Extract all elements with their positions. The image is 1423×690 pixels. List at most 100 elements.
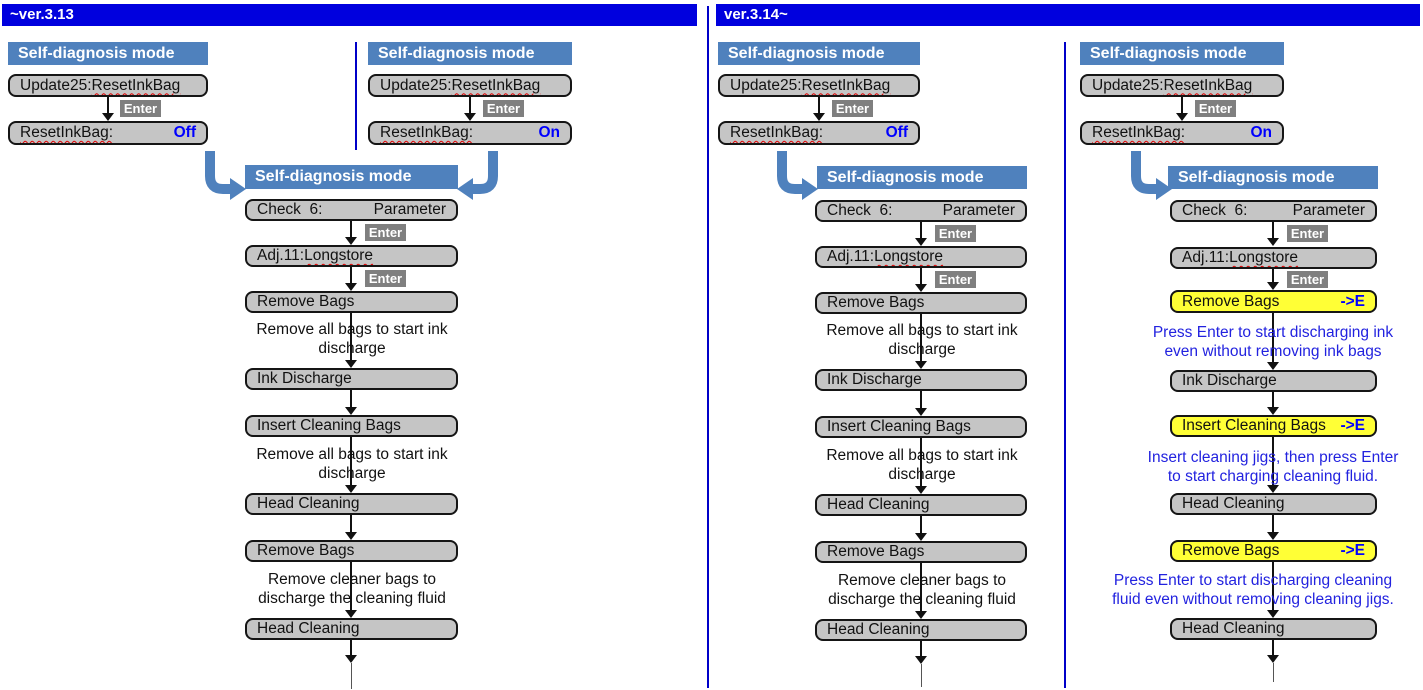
down-arrow <box>1267 269 1279 290</box>
step-box-head-cleaning: Head Cleaning <box>1170 493 1377 515</box>
down-arrow <box>1267 313 1279 370</box>
step-label: Ink Discharge <box>1182 372 1277 389</box>
check-value: Parameter <box>942 202 1015 219</box>
elbow-arrow-right-icon <box>1118 150 1176 207</box>
check-label: Check 6: <box>257 201 323 218</box>
setting-label: ResetInkBag: <box>20 124 114 141</box>
note-text: Remove all bags to start ink discharge <box>826 447 1018 483</box>
step-box-insert-cleaning-bags: Insert Cleaning Bags <box>815 416 1027 438</box>
down-arrow <box>345 640 357 663</box>
flow-continues-line <box>921 664 922 687</box>
menu-box: Update25: ResetInkBag <box>368 74 572 97</box>
flow-continues-line <box>1273 663 1274 682</box>
setting-label: ResetInkBag: <box>1092 124 1186 141</box>
down-arrow <box>345 390 357 415</box>
down-arrow <box>915 391 927 416</box>
step-box-remove-bags: Remove Bags <box>245 540 458 562</box>
self-diagnosis-header: Self-diagnosis mode <box>1080 42 1284 65</box>
step-box-ink-discharge: Ink Discharge <box>815 369 1027 391</box>
down-arrow <box>1267 640 1279 663</box>
adj-label: Adj.11: <box>827 248 875 265</box>
version-banner-313: ~ver.3.13 <box>2 4 697 26</box>
step-label: Head Cleaning <box>827 496 930 513</box>
enter-shortcut-marker: ->E <box>1340 417 1365 434</box>
setting-value-off: Off <box>173 124 196 141</box>
down-arrow <box>464 97 476 121</box>
enter-shortcut-marker: ->E <box>1340 542 1365 559</box>
setting-box: ResetInkBag: On <box>1080 121 1284 145</box>
step-label: Remove Bags <box>1182 292 1280 310</box>
setting-value-off: Off <box>885 124 908 141</box>
enter-key-badge: Enter <box>120 100 161 117</box>
adj-word: Longstore <box>304 247 374 264</box>
check-parameter-box: Check 6: Parameter <box>815 200 1027 222</box>
down-arrow <box>345 437 357 493</box>
step-label: Remove Bags <box>257 293 355 310</box>
down-arrow <box>1267 222 1279 246</box>
step-box-insert-cleaning-bags: Insert Cleaning Bags <box>245 415 458 437</box>
self-diagnosis-header: Self-diagnosis mode <box>8 42 208 65</box>
self-diagnosis-header: Self-diagnosis mode <box>245 165 458 189</box>
check-value: Parameter <box>1292 202 1365 219</box>
step-box-head-cleaning: Head Cleaning <box>815 494 1027 516</box>
step-label: Head Cleaning <box>1182 495 1285 512</box>
note-text: Remove cleaner bags to discharge the cle… <box>258 571 446 607</box>
check-parameter-box: Check 6: Parameter <box>1170 200 1377 222</box>
step-label: Ink Discharge <box>257 370 352 387</box>
note-text: Remove all bags to start ink discharge <box>256 446 448 482</box>
down-arrow <box>915 314 927 369</box>
check-value: Parameter <box>373 201 446 218</box>
adj-word: Longstore <box>874 248 944 265</box>
down-arrow <box>345 313 357 368</box>
step-box-head-cleaning: Head Cleaning <box>1170 618 1377 640</box>
note-text-blue: Insert cleaning jigs, then press Enter t… <box>1147 449 1399 485</box>
enter-key-badge: Enter <box>365 224 406 241</box>
enter-key-badge: Enter <box>365 270 406 287</box>
down-arrow <box>915 563 927 619</box>
enter-key-badge: Enter <box>935 225 976 242</box>
down-arrow <box>915 516 927 541</box>
step-box-remove-bags: Remove Bags <box>245 291 458 313</box>
down-arrow <box>1176 97 1188 121</box>
enter-shortcut-marker: ->E <box>1340 292 1365 310</box>
menu-text-word: ResetInkBag <box>91 76 181 94</box>
step-label: Insert Cleaning Bags <box>257 417 401 434</box>
step-box-head-cleaning: Head Cleaning <box>245 493 458 515</box>
menu-box: Update25: ResetInkBag <box>1080 74 1284 97</box>
step-label: Remove Bags <box>827 294 925 311</box>
setting-value-on: On <box>538 124 560 141</box>
note-text-blue: Press Enter to start discharging cleanin… <box>1112 572 1394 608</box>
menu-text-word: ResetInkBag <box>801 76 891 94</box>
step-box-head-cleaning: Head Cleaning <box>245 618 458 640</box>
step-label: Insert Cleaning Bags <box>827 418 971 435</box>
menu-box: Update25: ResetInkBag <box>8 74 208 97</box>
menu-text-word: ResetInkBag <box>451 76 541 94</box>
setting-label: ResetInkBag: <box>380 124 474 141</box>
enter-key-badge: Enter <box>1195 100 1236 117</box>
step-label: Remove Bags <box>257 542 355 559</box>
down-arrow <box>345 221 357 245</box>
step-label: Head Cleaning <box>827 621 930 638</box>
step-label: Head Cleaning <box>257 620 360 637</box>
column-divider-line <box>1064 42 1066 688</box>
down-arrow <box>1267 437 1279 493</box>
step-box-remove-bags: Remove Bags <box>815 292 1027 314</box>
step-box-remove-bags-highlighted: Remove Bags ->E <box>1170 540 1377 562</box>
setting-box: ResetInkBag: Off <box>8 121 208 145</box>
down-arrow <box>915 641 927 664</box>
step-label: Head Cleaning <box>1182 620 1285 637</box>
flow-continues-line <box>351 663 352 689</box>
version-banner-314: ver.3.14~ <box>716 4 1420 26</box>
step-label: Remove Bags <box>827 543 925 560</box>
menu-text-word: ResetInkBag <box>1163 76 1253 94</box>
down-arrow <box>1267 562 1279 618</box>
menu-text: Update25: <box>1092 76 1164 94</box>
down-arrow <box>915 438 927 494</box>
check-label: Check 6: <box>827 202 893 219</box>
step-box-remove-bags: Remove Bags <box>815 541 1027 563</box>
setting-value-on: On <box>1250 124 1272 141</box>
check-parameter-box: Check 6: Parameter <box>245 199 458 221</box>
step-box-remove-bags-highlighted: Remove Bags ->E <box>1170 290 1377 313</box>
adj-longstore-box: Adj.11: Longstore <box>245 245 458 267</box>
step-label: Head Cleaning <box>257 495 360 512</box>
